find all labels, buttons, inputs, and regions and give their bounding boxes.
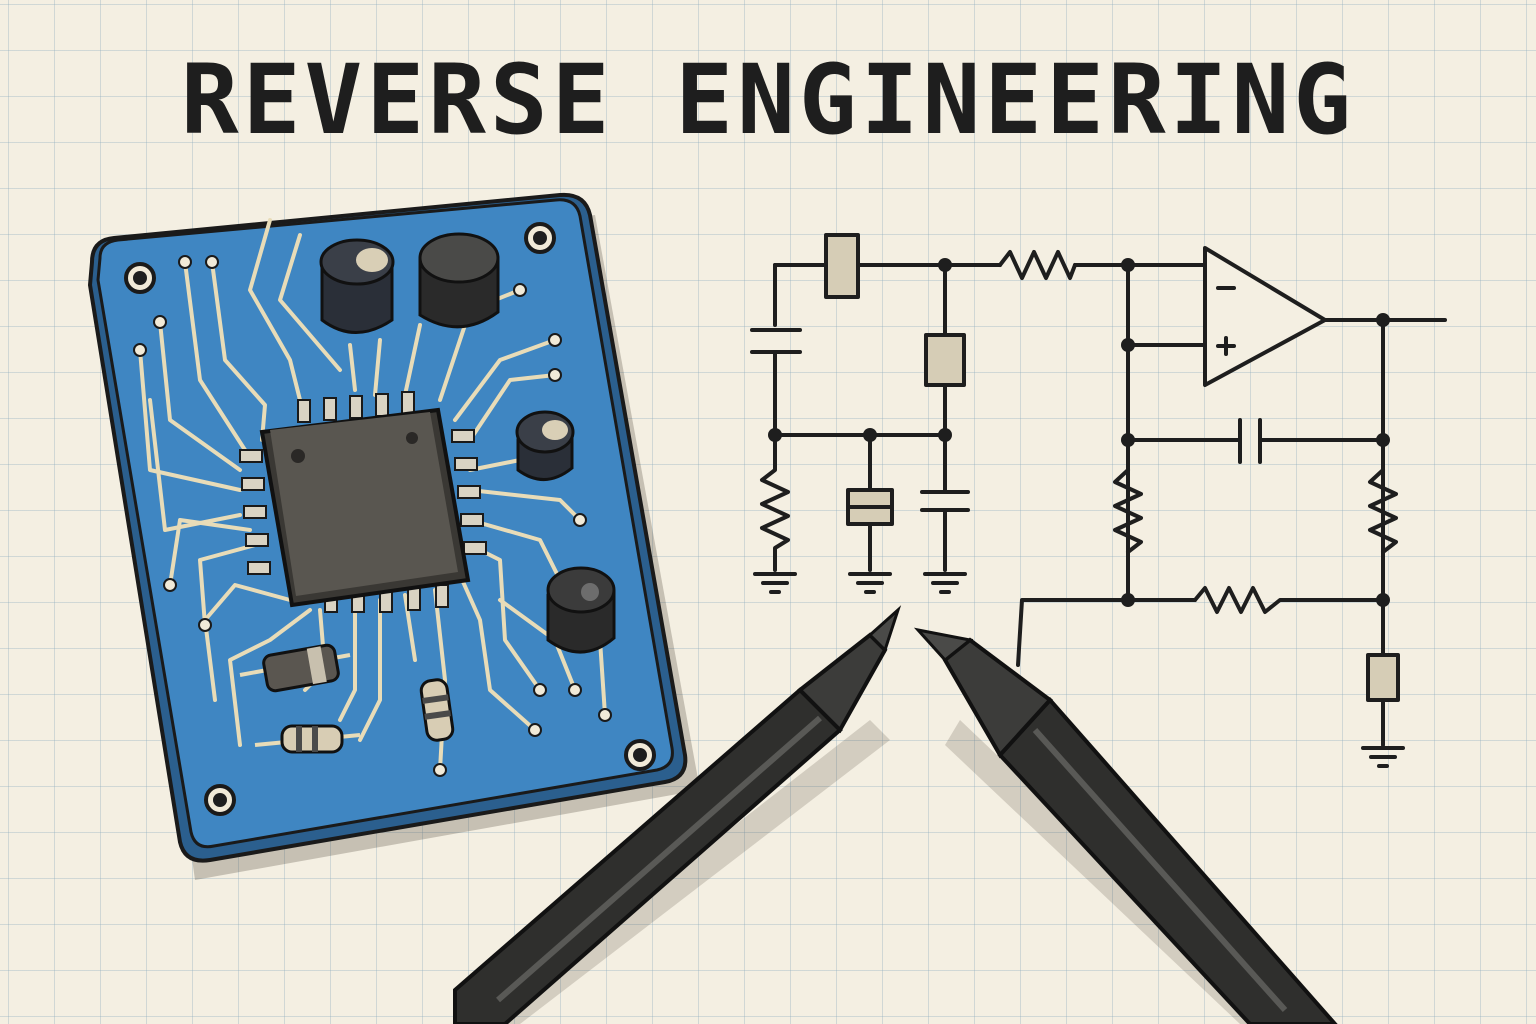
resistor-icon — [239, 643, 455, 754]
capacitor-icon — [319, 232, 616, 654]
schematic-diagram — [750, 233, 1447, 768]
ground-icon — [753, 572, 1405, 768]
microchip-icon — [239, 391, 487, 613]
op-amp-icon — [1203, 246, 1327, 387]
page-title: REVERSE ENGINEERING — [180, 44, 1356, 156]
circuit-board-icon — [87, 192, 700, 880]
probe-icon — [453, 605, 1338, 1024]
